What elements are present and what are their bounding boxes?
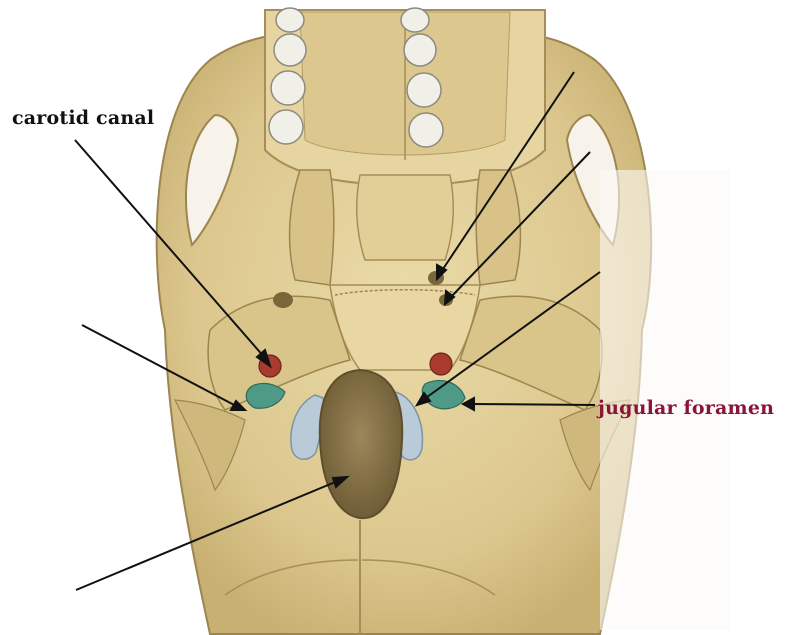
carotid-canal-label: carotid canal [12,109,154,128]
foramen-magnum [320,370,402,518]
vomer [357,175,454,260]
basi-occiput [330,285,480,370]
left-foramen-ovale [273,292,293,308]
right-carotid-canal-marker [430,353,452,375]
jugular-foramen-label: jugular foramen [598,399,774,418]
jugular-leader-line [470,404,595,405]
left-pterygoid [290,170,334,285]
